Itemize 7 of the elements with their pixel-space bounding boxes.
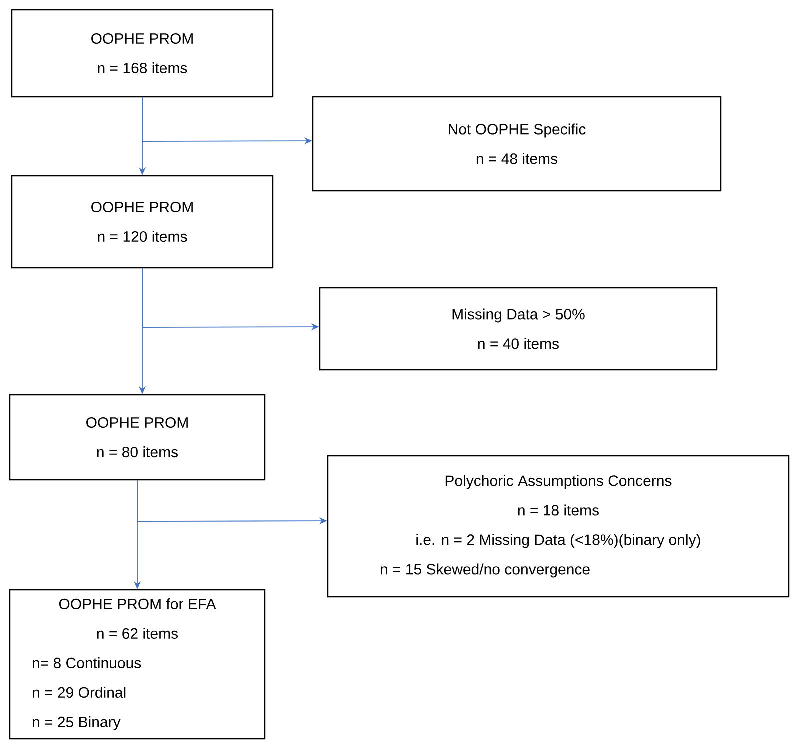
process-box: OOPHE PROM n = 120 items — [11, 175, 274, 269]
process-box: OOPHE PROM for EFA n = 62 items n= 8 Continuous n = 29 Ordinal n = 25 Binary — [9, 589, 266, 740]
process-box: Not OOPHE Specific n = 48 items — [312, 96, 722, 192]
process-box: Polychoric Assumptions Concerns n = 18 items i.e. n = 2 Missing Data (<18%)(binary only) n = 15 Skewed/no convergence — [327, 455, 790, 598]
process-box: OOPHE PROM n = 80 items — [9, 394, 266, 481]
process-box: Missing Data > 50% n = 40 items — [319, 287, 718, 371]
process-box: OOPHE PROM n = 168 items — [11, 9, 274, 98]
